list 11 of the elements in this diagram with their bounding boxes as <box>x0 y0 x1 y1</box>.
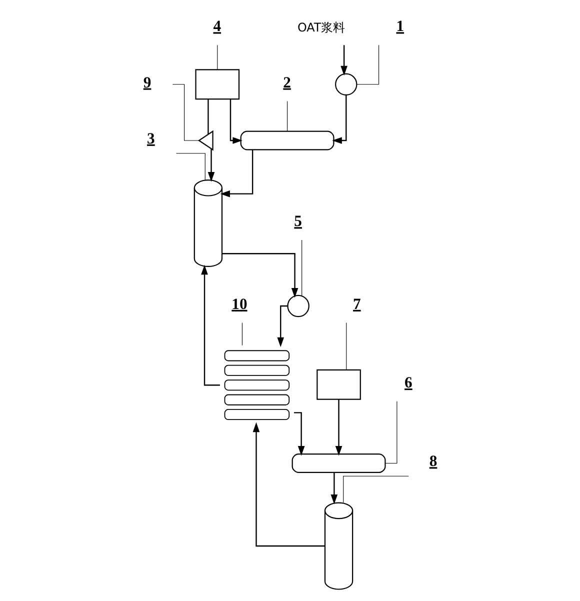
node-text: 5 <box>294 213 302 230</box>
node-text: 6 <box>404 374 412 392</box>
node-text: 4 <box>212 18 221 36</box>
node-text: 7 <box>352 296 360 313</box>
node-text: 8 <box>428 453 437 470</box>
node-text: 10 <box>231 296 247 313</box>
node-text: OAT浆料 <box>296 20 345 34</box>
node-text: 9 <box>142 74 151 92</box>
node-text: 1 <box>396 18 404 36</box>
node-text: 2 <box>282 74 290 92</box>
node-text: 3 <box>146 130 154 148</box>
